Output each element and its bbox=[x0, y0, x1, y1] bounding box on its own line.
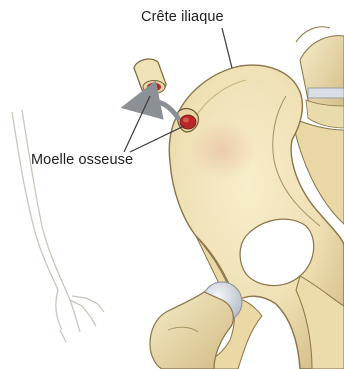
arm-sketch bbox=[12, 110, 104, 342]
crest-sample-site bbox=[177, 109, 198, 132]
bone-core-sample bbox=[134, 59, 166, 93]
bone-marrow-label: Moelle osseuse bbox=[31, 152, 133, 168]
curved-arrow-icon bbox=[150, 102, 178, 118]
spine bbox=[296, 27, 344, 128]
ilium-pink-shade bbox=[188, 120, 256, 180]
iliac-crest-label: Crête iliaque bbox=[141, 9, 224, 25]
crest-leader-line bbox=[222, 28, 232, 68]
